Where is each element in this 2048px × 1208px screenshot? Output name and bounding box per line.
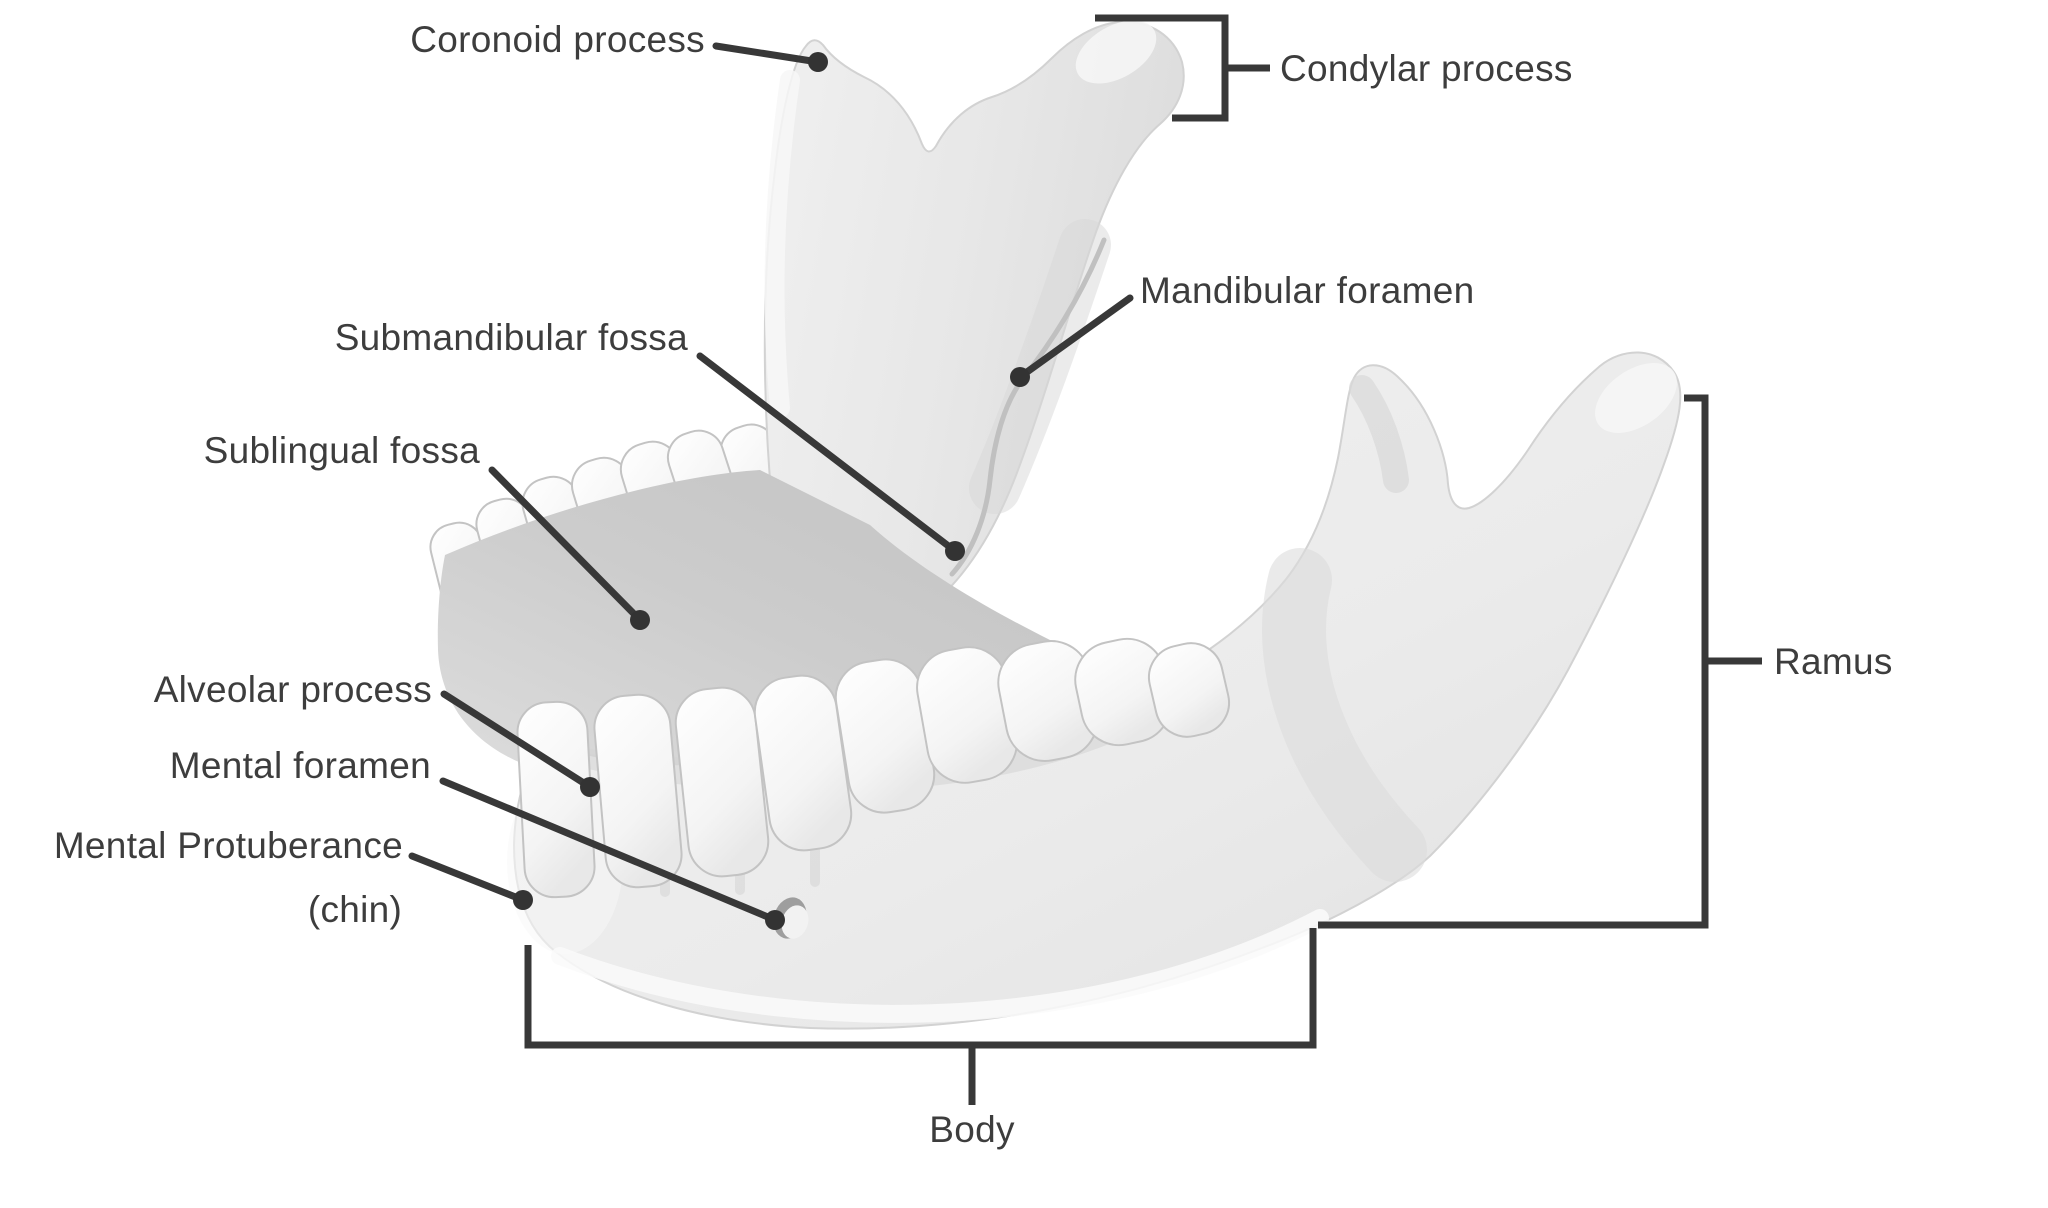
label-mental-protuberance: Mental Protuberance [54, 825, 403, 866]
label-mandibular-foramen: Mandibular foramen [1140, 270, 1474, 311]
label-coronoid-process: Coronoid process [410, 19, 705, 60]
tooth [516, 700, 596, 899]
bracket-condylar-process [1095, 14, 1270, 122]
leader-mental-protuberance [408, 852, 527, 904]
leader-coronoid-process [712, 42, 822, 66]
leader-sublingual-fossa [488, 466, 644, 624]
bracket-ramus [1318, 394, 1762, 929]
label-body: Body [929, 1109, 1015, 1150]
mental-foramen-hole [773, 897, 809, 939]
body-lower-highlight [551, 909, 1329, 1023]
near-tooth-row [516, 637, 1231, 899]
far-condyle-highlight [1075, 20, 1157, 84]
sigmoid-notch-shade [1349, 375, 1409, 493]
bracket-body [524, 928, 1317, 1105]
mandible-illustration [429, 20, 1682, 1030]
label-chin: (chin) [308, 889, 402, 930]
label-condylar-process: Condylar process [1280, 48, 1573, 89]
marker-sublingual-fossa [630, 610, 650, 630]
marker-submandibular-fossa [945, 541, 965, 561]
marker-alveolar-process [580, 777, 600, 797]
leader-alveolar-process [440, 690, 594, 791]
leader-mental-foramen [439, 777, 779, 924]
leader-mandibular-foramen [1016, 294, 1134, 381]
tooth [593, 693, 683, 889]
marker-mandibular-foramen [1010, 367, 1030, 387]
near-ramus-shade [1262, 548, 1427, 882]
leader-submandibular-fossa [696, 352, 959, 555]
far-ramus-anterior-highlight [764, 70, 800, 418]
tooth [1147, 642, 1231, 738]
label-sublingual-fossa: Sublingual fossa [204, 430, 480, 471]
label-alveolar-process: Alveolar process [154, 669, 432, 710]
mylohyoid-groove [949, 237, 1107, 577]
annotations: Coronoid process Condylar process Mandib… [54, 14, 1893, 1150]
far-ramus-inner-shade [969, 219, 1111, 514]
tooth [753, 674, 853, 852]
label-mental-foramen: Mental foramen [170, 745, 431, 786]
marker-coronoid-process [808, 52, 828, 72]
near-condyle-highlight [1595, 363, 1677, 433]
marker-mental-foramen [765, 910, 785, 930]
label-ramus: Ramus [1774, 641, 1893, 682]
tooth [674, 686, 770, 878]
marker-mental-protuberance [513, 890, 533, 910]
label-submandibular-fossa: Submandibular fossa [335, 317, 688, 358]
